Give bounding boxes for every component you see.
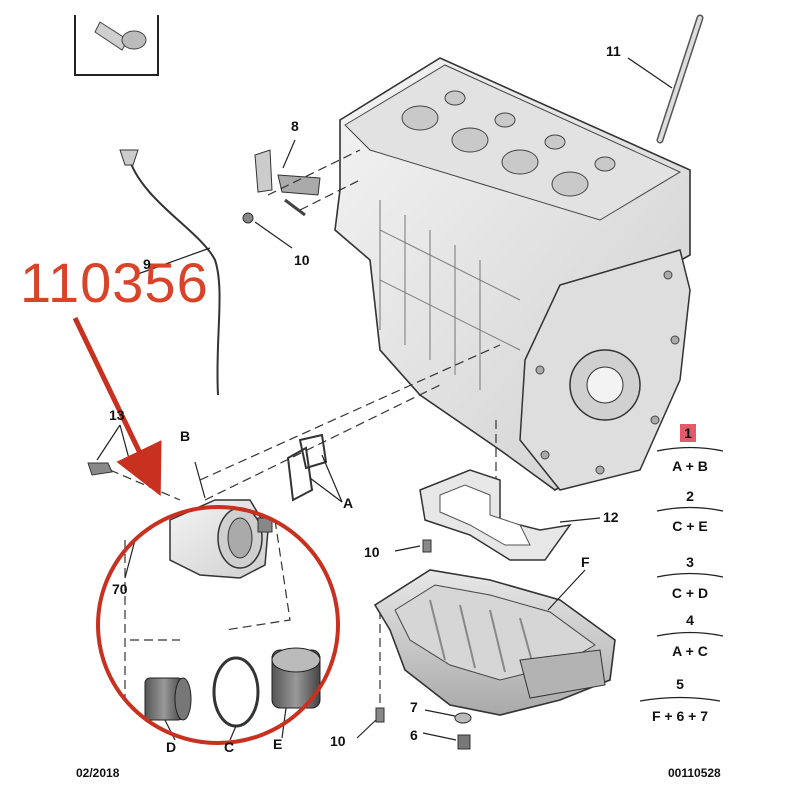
o-ring [212,656,260,741]
part-number-annotation: 110356 [20,251,209,314]
callout-E: E [273,736,282,752]
legend-combo-4: A + C [672,643,708,659]
kit-legend: 1 A + B 2 C + E 3 C + D 4 A + C 5 F + 6 … [639,424,724,724]
callout-11: 11 [606,43,621,59]
drain-plug-6 [422,732,471,750]
callout-A: A [343,495,353,511]
sensor-bracket [242,139,321,249]
assembly-guide-lines [109,149,501,720]
legend-combo-5: F + 6 + 7 [652,708,708,724]
footer-date: 02/2018 [76,766,120,780]
gasket-A [286,433,343,503]
legend-combo-2: C + E [672,518,707,534]
callout-10-middle: 10 [364,544,380,560]
legend-combo-1: A + B [672,458,708,474]
legend-combo-3: C + D [672,585,708,601]
bolt-10-pan [356,707,385,739]
callout-70: 70 [112,581,128,597]
oil-filter-housing [169,461,273,579]
callout-F: F [581,554,590,570]
filter-cap [271,647,321,739]
sensor-13 [87,424,133,476]
callout-C: C [224,739,234,755]
leader-70 [124,539,136,579]
oil-pan [373,569,616,716]
callout-B: B [180,428,190,444]
legend-num-3: 3 [686,554,694,570]
footer-reference: 00110528 [668,766,721,780]
dipstick-tube [627,14,704,144]
washer-7 [424,709,472,724]
legend-num-2: 2 [686,488,694,504]
bolt-10-gasket [394,539,432,553]
oil-filter-cartridge [144,677,192,741]
callout-9: 9 [143,256,151,272]
legend-num-4: 4 [686,612,694,628]
legend-num-5: 5 [676,676,684,692]
pan-gasket [419,469,601,561]
legend-highlight-box [680,424,696,442]
highlight-arrow [72,316,162,497]
highlight-circle [96,505,340,745]
callout-12: 12 [603,509,619,525]
callout-6: 6 [410,727,418,743]
dipstick [119,149,221,396]
red-annotation [72,316,340,745]
engine-block [334,57,691,491]
detail-inset-box [74,15,159,76]
callout-10-top: 10 [294,252,310,268]
legend-num-1: 1 [684,425,692,441]
callout-10-bottom: 10 [330,733,346,749]
callout-8: 8 [291,118,299,134]
callout-7: 7 [410,699,418,715]
callout-D: D [166,739,176,755]
callout-13: 13 [109,407,125,423]
